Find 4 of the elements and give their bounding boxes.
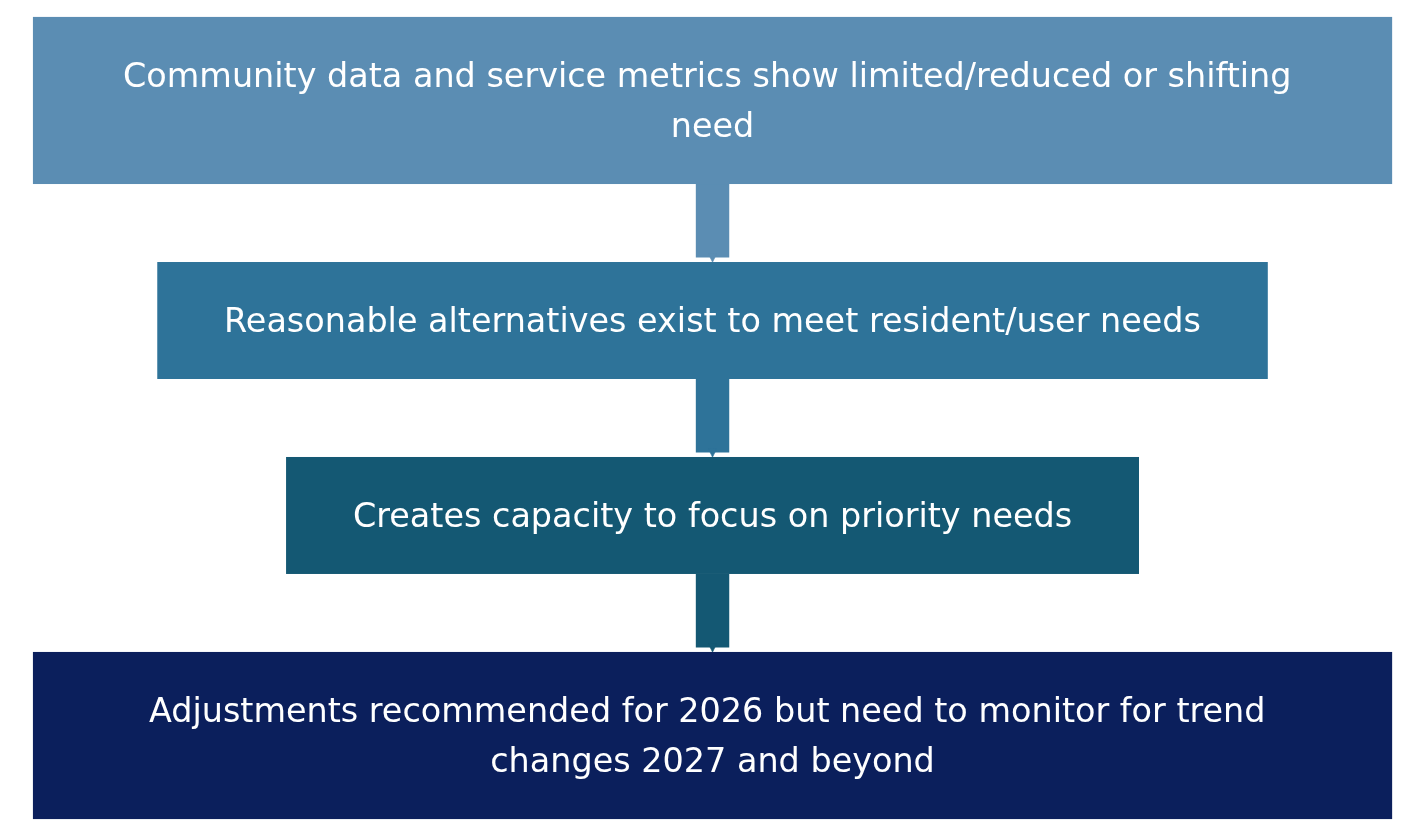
node-box: Creates capacity to focus on priority needs xyxy=(286,457,1139,574)
node-box: Adjustments recommended for 2026 but need to monitor for trend changes 2027 and beyond xyxy=(32,651,1393,820)
node-box: Community data and service metrics show limited/reduced or shifting need xyxy=(32,16,1393,185)
node-box: Reasonable alternatives exist to meet resident/user needs xyxy=(157,262,1268,379)
